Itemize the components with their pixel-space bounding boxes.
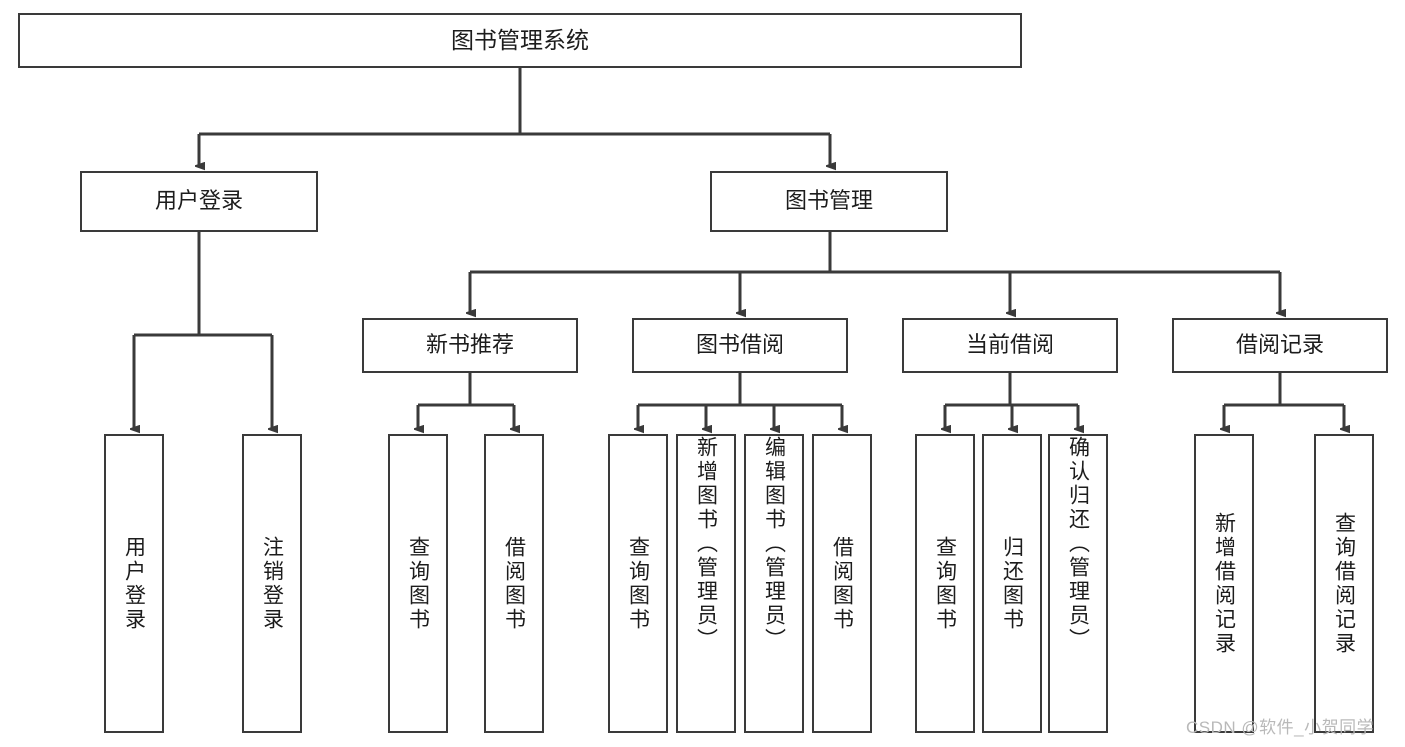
node-book-borrow[interactable]: 图书借阅 xyxy=(632,318,848,373)
leaf-user-login-label: 用户登录 xyxy=(122,535,146,632)
node-borrow-record-label: 借阅记录 xyxy=(1235,332,1324,358)
leaf-borrow-book-new-label: 借阅图书 xyxy=(502,535,526,632)
node-current-borrow-label: 当前借阅 xyxy=(965,332,1054,358)
leaf-borrow-book[interactable]: 借阅图书 xyxy=(812,434,872,733)
node-current-borrow[interactable]: 当前借阅 xyxy=(902,318,1118,373)
leaf-query-book-new-label: 查询图书 xyxy=(406,535,430,632)
node-new-book-recommend-label: 新书推荐 xyxy=(425,332,514,358)
node-book-management-label: 图书管理 xyxy=(784,188,873,214)
leaf-edit-book-admin-label: 编辑图书（管理员） xyxy=(762,436,786,652)
leaf-return-book[interactable]: 归还图书 xyxy=(982,434,1042,733)
leaf-borrow-book-new[interactable]: 借阅图书 xyxy=(484,434,544,733)
node-borrow-record[interactable]: 借阅记录 xyxy=(1172,318,1388,373)
leaf-query-borrow-record-label: 查询借阅记录 xyxy=(1332,511,1356,656)
node-book-management[interactable]: 图书管理 xyxy=(710,171,948,232)
leaf-add-book-admin-label: 新增图书（管理员） xyxy=(694,436,718,652)
node-root-book-management-system[interactable]: 图书管理系统 xyxy=(18,13,1022,68)
node-user-login-label: 用户登录 xyxy=(154,188,243,214)
node-user-login[interactable]: 用户登录 xyxy=(80,171,318,232)
leaf-borrow-book-label: 借阅图书 xyxy=(830,535,854,632)
watermark-text: CSDN @软件_小贺同学 xyxy=(1186,718,1375,737)
leaf-user-login[interactable]: 用户登录 xyxy=(104,434,164,733)
leaf-add-borrow-record[interactable]: 新增借阅记录 xyxy=(1194,434,1254,733)
leaf-return-book-label: 归还图书 xyxy=(1000,535,1024,632)
node-new-book-recommend[interactable]: 新书推荐 xyxy=(362,318,578,373)
leaf-query-book-new[interactable]: 查询图书 xyxy=(388,434,448,733)
leaf-user-logout-label: 注销登录 xyxy=(260,535,284,632)
leaf-confirm-return-admin[interactable]: 确认归还（管理员） xyxy=(1048,434,1108,733)
leaf-query-book-borrow[interactable]: 查询图书 xyxy=(608,434,668,733)
node-book-borrow-label: 图书借阅 xyxy=(695,332,784,358)
node-root-label: 图书管理系统 xyxy=(451,26,589,53)
leaf-add-book-admin[interactable]: 新增图书（管理员） xyxy=(676,434,736,733)
leaf-user-logout[interactable]: 注销登录 xyxy=(242,434,302,733)
leaf-edit-book-admin[interactable]: 编辑图书（管理员） xyxy=(744,434,804,733)
leaf-query-borrow-record[interactable]: 查询借阅记录 xyxy=(1314,434,1374,733)
leaf-query-book-current-label: 查询图书 xyxy=(933,535,957,632)
leaf-query-book-borrow-label: 查询图书 xyxy=(626,535,650,632)
leaf-add-borrow-record-label: 新增借阅记录 xyxy=(1212,511,1236,656)
leaf-confirm-return-admin-label: 确认归还（管理员） xyxy=(1066,436,1090,652)
leaf-query-book-current[interactable]: 查询图书 xyxy=(915,434,975,733)
